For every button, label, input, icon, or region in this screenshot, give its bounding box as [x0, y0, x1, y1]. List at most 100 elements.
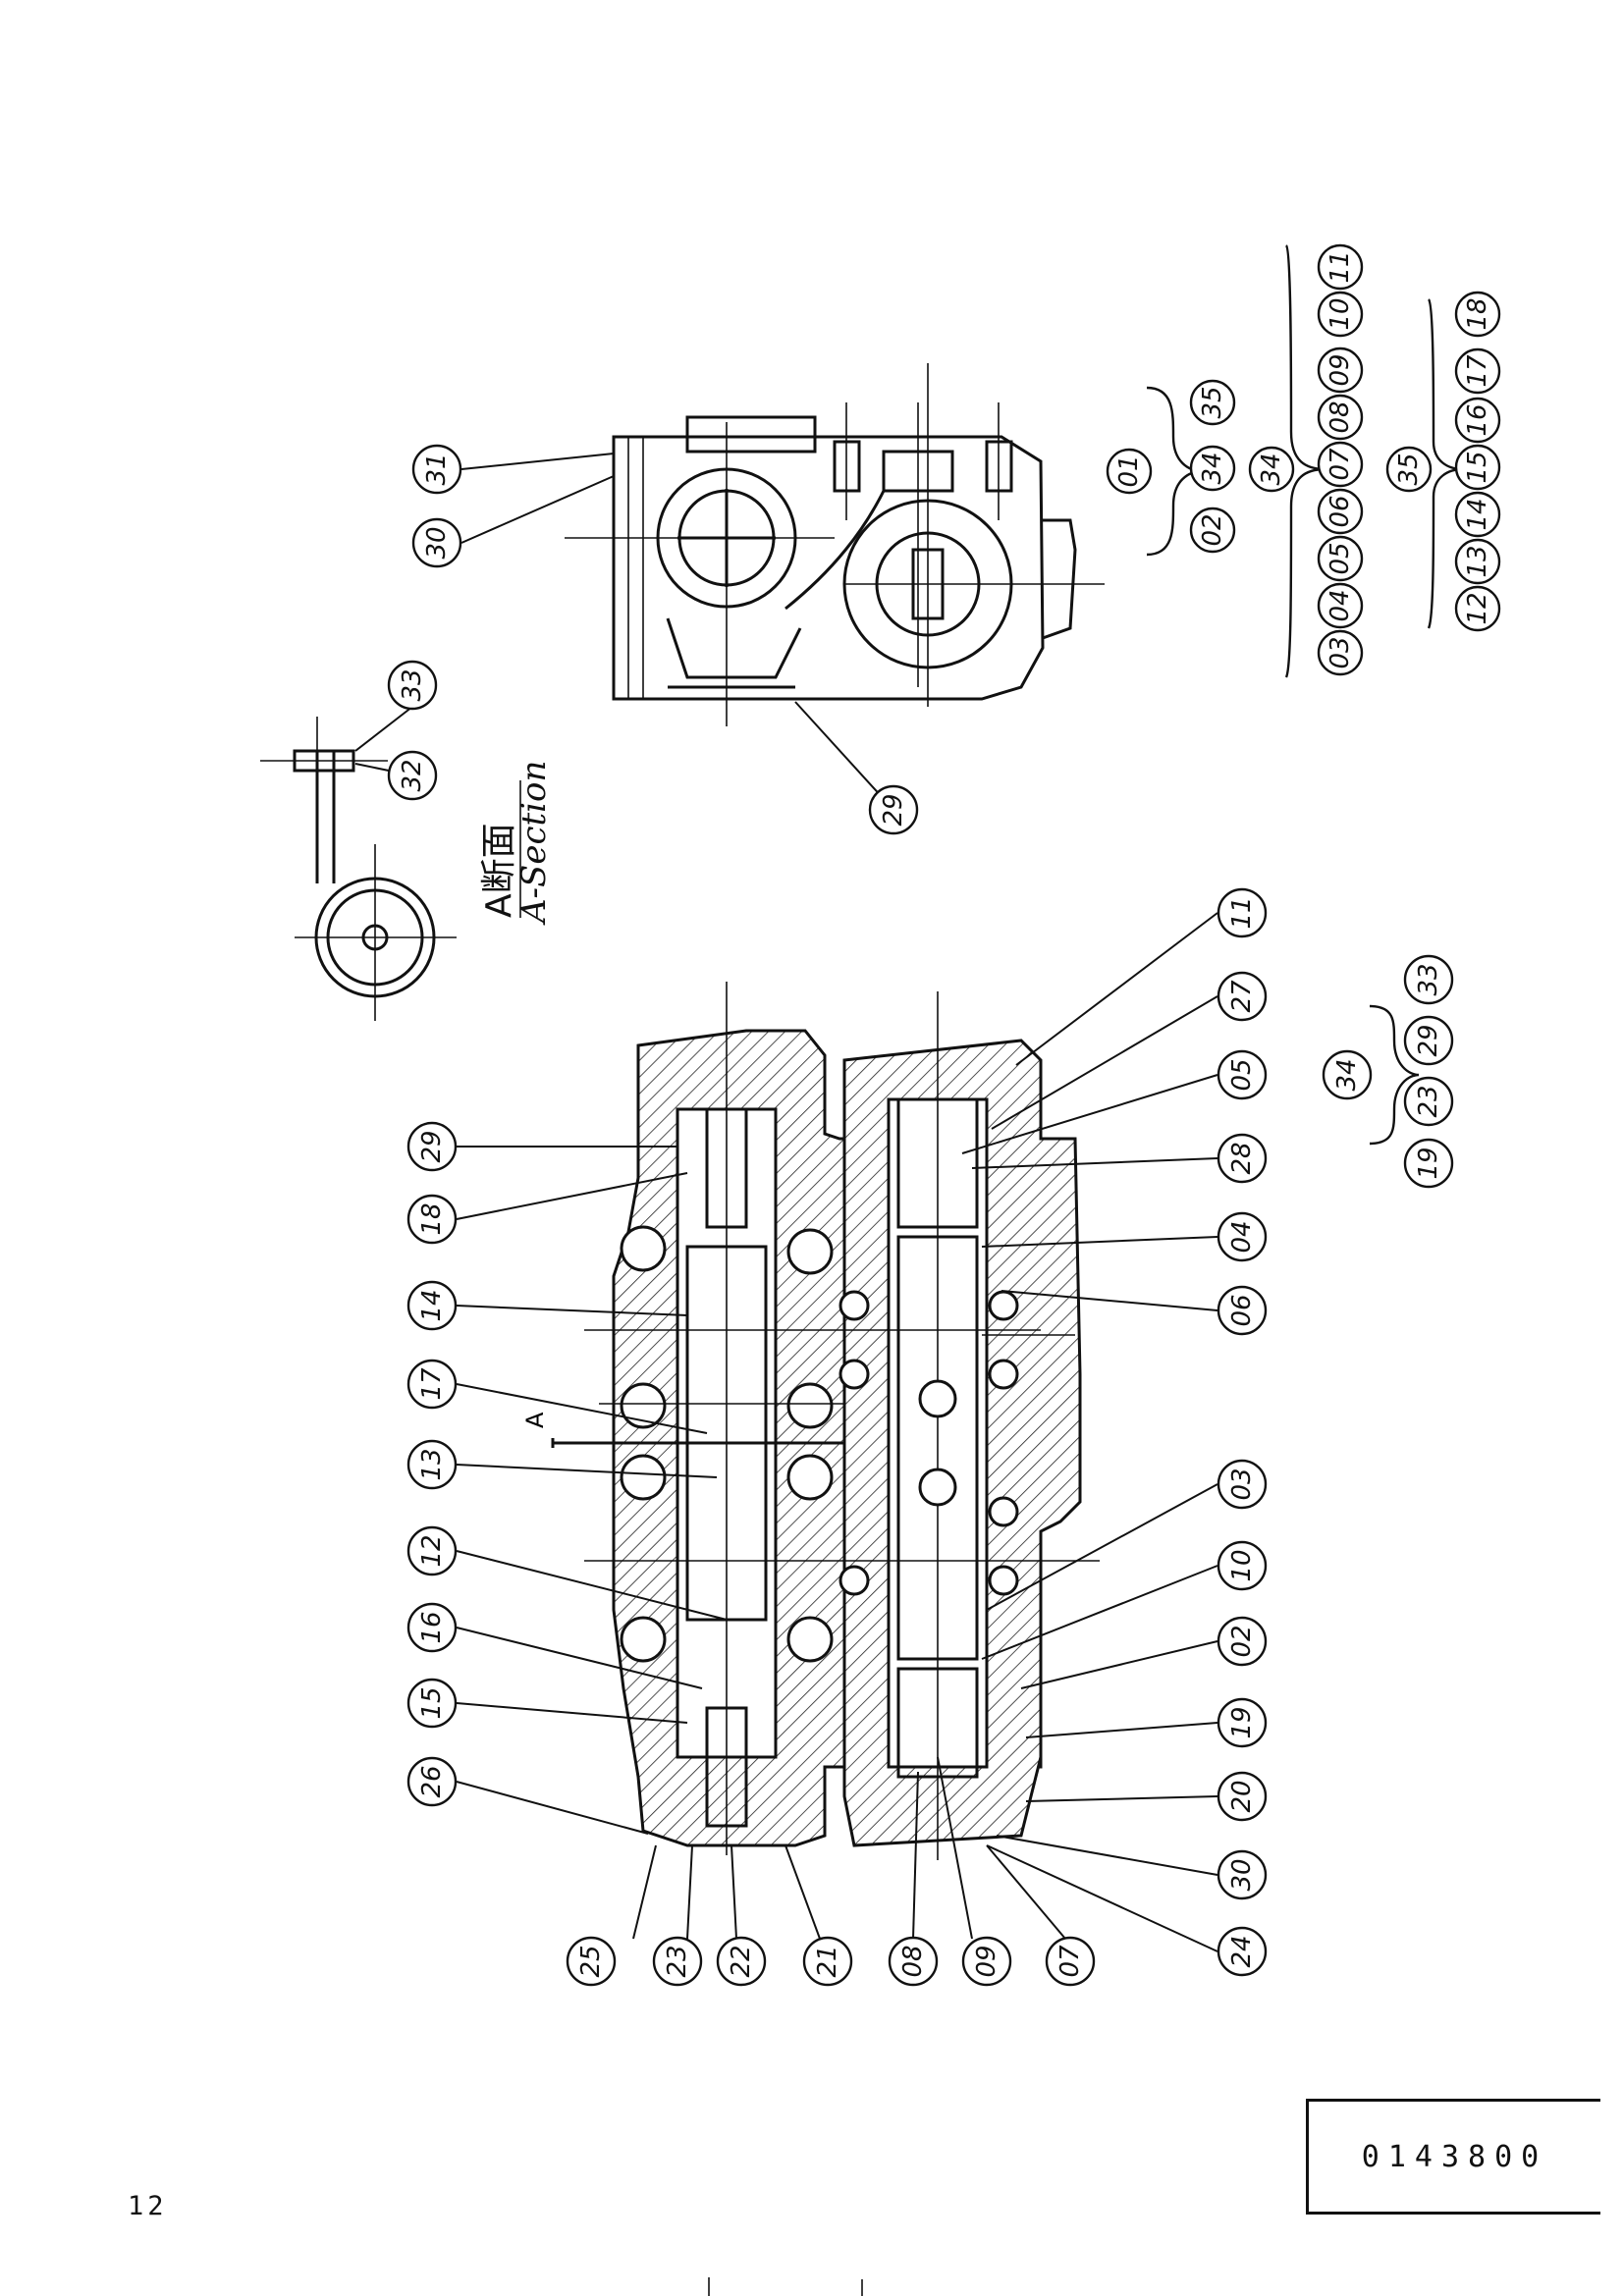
callout-b25: 25 [566, 1936, 617, 1987]
svg-text:08: 08 [1325, 400, 1355, 433]
callout-g34-04: 04 [1317, 582, 1364, 629]
callout-r05: 05 [1217, 1049, 1268, 1100]
callout-l13: 13 [406, 1439, 458, 1490]
callout-g35-13: 13 [1454, 538, 1501, 585]
svg-text:05: 05 [1227, 1058, 1257, 1091]
callout-r24: 24 [1217, 1926, 1268, 1977]
svg-text:15: 15 [1463, 451, 1492, 483]
svg-text:16: 16 [1463, 403, 1492, 436]
svg-text:18: 18 [417, 1202, 447, 1235]
callout-33: 33 [387, 660, 438, 711]
callout-g35-14: 14 [1454, 491, 1501, 538]
svg-text:14: 14 [1463, 498, 1492, 530]
callout-l18: 18 [406, 1194, 458, 1245]
callout-r30: 30 [1217, 1849, 1268, 1900]
callout-35-header: 35 [1385, 446, 1433, 493]
callout-34: 34 [1189, 445, 1236, 492]
svg-text:29: 29 [417, 1130, 447, 1162]
svg-text:23: 23 [1414, 1085, 1443, 1117]
svg-text:20: 20 [1227, 1780, 1257, 1812]
callout-30: 30 [411, 517, 462, 568]
svg-text:09: 09 [972, 1945, 1001, 1977]
section-title-jp: A断面 [479, 823, 519, 918]
a-section-view [260, 717, 457, 1021]
callout-b09: 09 [961, 1936, 1012, 1987]
svg-text:16: 16 [417, 1611, 447, 1643]
callout-r19: 19 [1217, 1697, 1268, 1748]
callout-g35-15: 15 [1454, 444, 1501, 491]
svg-text:17: 17 [1463, 354, 1492, 388]
callout-g35-16: 16 [1454, 397, 1501, 444]
callout-r03: 03 [1217, 1459, 1268, 1510]
callout-g34-09: 09 [1317, 347, 1364, 394]
callout-l29: 29 [406, 1121, 458, 1172]
callout-l17: 17 [406, 1359, 458, 1410]
callout-01: 01 [1106, 448, 1153, 495]
callout-b23: 23 [652, 1936, 703, 1987]
svg-text:05: 05 [1325, 542, 1355, 574]
svg-text:08: 08 [898, 1945, 928, 1977]
callout-b22: 22 [716, 1936, 767, 1987]
svg-text:03: 03 [1325, 636, 1355, 668]
svg-text:10: 10 [1227, 1549, 1257, 1581]
svg-text:33: 33 [1414, 963, 1443, 995]
svg-text:26: 26 [417, 1765, 447, 1797]
svg-text:14: 14 [417, 1289, 447, 1321]
svg-text:12: 12 [417, 1534, 447, 1567]
main-section-view: A [521, 982, 1100, 1860]
callout-g35-17: 17 [1454, 347, 1501, 395]
callout-g34-05: 05 [1317, 535, 1364, 582]
callout-b21: 21 [802, 1936, 853, 1987]
callout-g34-07: 07 [1317, 441, 1364, 488]
scan-marks [708, 2277, 863, 2296]
callout-r02: 02 [1217, 1616, 1268, 1667]
callout-r11: 11 [1217, 887, 1268, 938]
callout-k19: 19 [1403, 1138, 1454, 1189]
callout-l26: 26 [406, 1756, 458, 1807]
svg-text:13: 13 [417, 1448, 447, 1480]
callout-r04: 04 [1217, 1211, 1268, 1262]
svg-text:07: 07 [1325, 448, 1355, 481]
callout-32: 32 [387, 750, 438, 801]
svg-text:02: 02 [1198, 513, 1227, 546]
svg-text:11: 11 [1325, 250, 1355, 283]
svg-text:12: 12 [1463, 592, 1492, 624]
svg-text:30: 30 [422, 526, 452, 559]
svg-text:19: 19 [1227, 1706, 1257, 1738]
callout-g34-06: 06 [1317, 488, 1364, 535]
callout-r20: 20 [1217, 1771, 1268, 1822]
callout-r28: 28 [1217, 1133, 1268, 1184]
svg-text:34: 34 [1332, 1058, 1362, 1091]
svg-text:31: 31 [422, 453, 452, 485]
svg-text:19: 19 [1414, 1147, 1443, 1179]
svg-text:04: 04 [1227, 1220, 1257, 1253]
section-title-en: A-Section [514, 761, 554, 926]
callout-k23: 23 [1403, 1076, 1454, 1127]
svg-text:18: 18 [1463, 297, 1492, 330]
callout-02: 02 [1189, 507, 1236, 554]
svg-text:03: 03 [1227, 1468, 1257, 1500]
callout-l12: 12 [406, 1525, 458, 1576]
svg-text:06: 06 [1325, 495, 1355, 527]
svg-text:30: 30 [1227, 1858, 1257, 1891]
callout-g35-18: 18 [1454, 291, 1501, 338]
svg-text:13: 13 [1463, 545, 1492, 577]
callout-k29: 29 [1403, 1015, 1454, 1066]
section-title: A断面 A-Section [479, 761, 554, 926]
svg-text:29: 29 [1414, 1024, 1443, 1056]
callout-b07: 07 [1045, 1936, 1096, 1987]
svg-text:35: 35 [1394, 453, 1424, 485]
svg-text:02: 02 [1227, 1625, 1257, 1657]
svg-text:23: 23 [663, 1945, 692, 1977]
callout-k33: 33 [1403, 954, 1454, 1005]
callout-g34-10: 10 [1317, 291, 1364, 338]
part-callouts: 31 30 33 32 29 01 02 34 35 34 35 03 04 0… [387, 243, 1501, 1987]
callout-35: 35 [1189, 379, 1236, 426]
port-holes [620, 1225, 1019, 1663]
callout-l14: 14 [406, 1280, 458, 1331]
end-view [565, 363, 1105, 726]
svg-text:21: 21 [813, 1945, 842, 1977]
svg-text:09: 09 [1325, 353, 1355, 386]
callout-r27: 27 [1217, 971, 1268, 1022]
